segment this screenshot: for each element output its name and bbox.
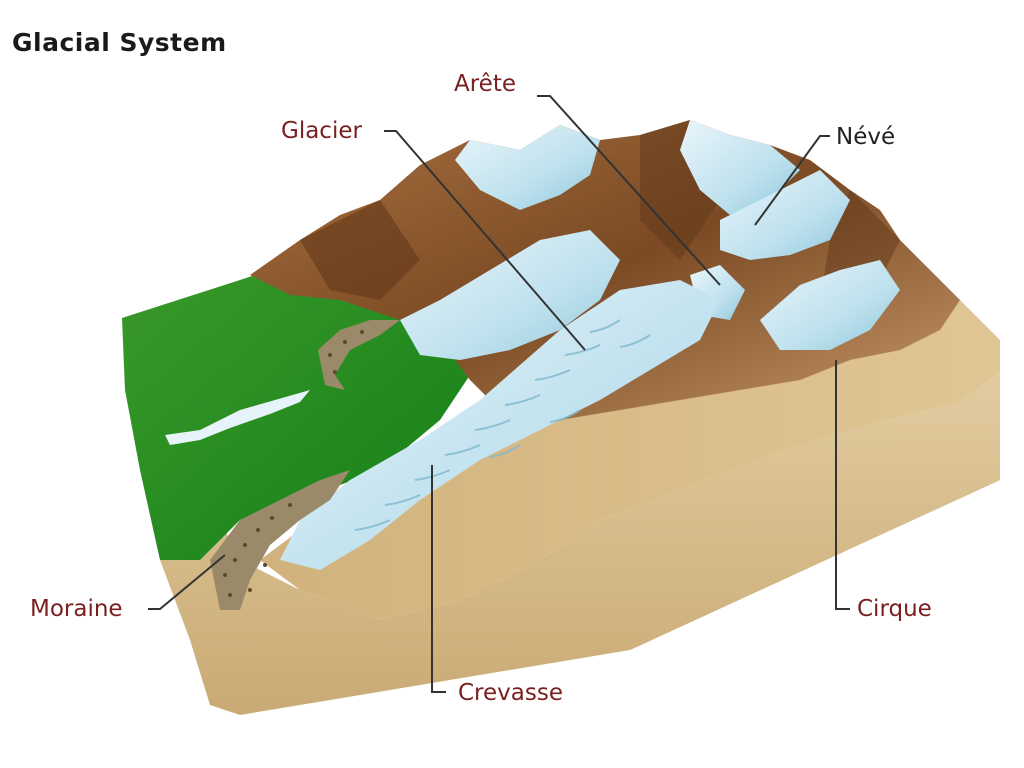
label-moraine: Moraine [30,596,123,622]
block-front-face [160,370,1000,715]
label-cirque: Cirque [857,596,932,622]
lateral-moraine [318,320,400,390]
mountain-shadow [300,200,420,300]
moraine-rubble [223,330,364,597]
label-neve: Névé [836,124,896,150]
tributary-glacier [400,230,620,360]
leader-lines [148,95,850,693]
diagram-title: Glacial System [12,28,227,57]
snow-cap [680,120,800,215]
neve-snowfield [720,170,850,260]
cirque-ice [760,260,900,350]
label-glacier: Glacier [281,118,362,144]
sandy-lowland [260,300,1000,620]
terminal-moraine [210,470,350,610]
label-arete: Arête [454,71,517,97]
grass-plain [122,250,480,560]
meltwater-stream [165,390,310,445]
label-crevasse: Crevasse [458,680,563,706]
snow-cap [455,125,600,210]
